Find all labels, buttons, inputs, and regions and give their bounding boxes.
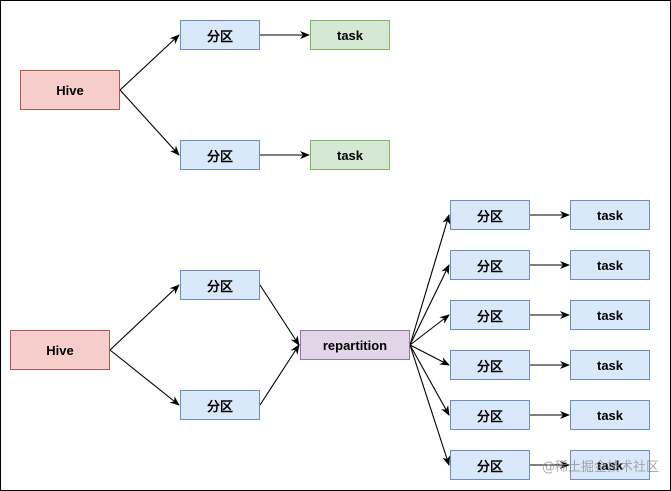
partition-node: 分区 [180, 140, 260, 170]
output-partition-node: 分区 [450, 450, 530, 480]
task-node: task [570, 450, 650, 480]
hive-node: Hive [10, 330, 110, 370]
edge-repartition-out-2 [409, 264, 450, 346]
edge-repartition-out-4 [409, 344, 450, 366]
partition-node: 分区 [180, 390, 260, 420]
hive-node: Hive [20, 70, 120, 110]
task-node: task [570, 400, 650, 430]
task-node: task [570, 200, 650, 230]
edge-repartition-out-5 [409, 344, 450, 416]
edge-hive-partition-2 [119, 89, 180, 156]
edge-repartition-out-3 [409, 314, 450, 346]
task-node: task [570, 300, 650, 330]
output-partition-node: 分区 [450, 350, 530, 380]
edge-repartition-out-1 [409, 214, 451, 346]
output-partition-node: 分区 [450, 300, 530, 330]
output-partition-node: 分区 [450, 400, 530, 430]
partition-node: 分区 [180, 270, 260, 300]
edge-repartition-out-6 [409, 344, 451, 466]
edge-hive2-partition-1 [109, 284, 180, 351]
task-node: task [570, 250, 650, 280]
edge-hive2-partition-2 [109, 349, 180, 406]
output-partition-node: 分区 [450, 250, 530, 280]
edge-partition1-repartition [259, 284, 300, 346]
watermark: @稀土掘金技术社区 [541, 460, 659, 475]
task-node: task [570, 350, 650, 380]
task-node: task [310, 140, 390, 170]
partition-node: 分区 [180, 20, 260, 50]
task-node: task [310, 20, 390, 50]
repartition-node: repartition [300, 330, 410, 360]
edge-partition2-repartition [259, 344, 300, 406]
edge-hive-partition-1 [119, 34, 180, 91]
output-partition-node: 分区 [450, 200, 530, 230]
